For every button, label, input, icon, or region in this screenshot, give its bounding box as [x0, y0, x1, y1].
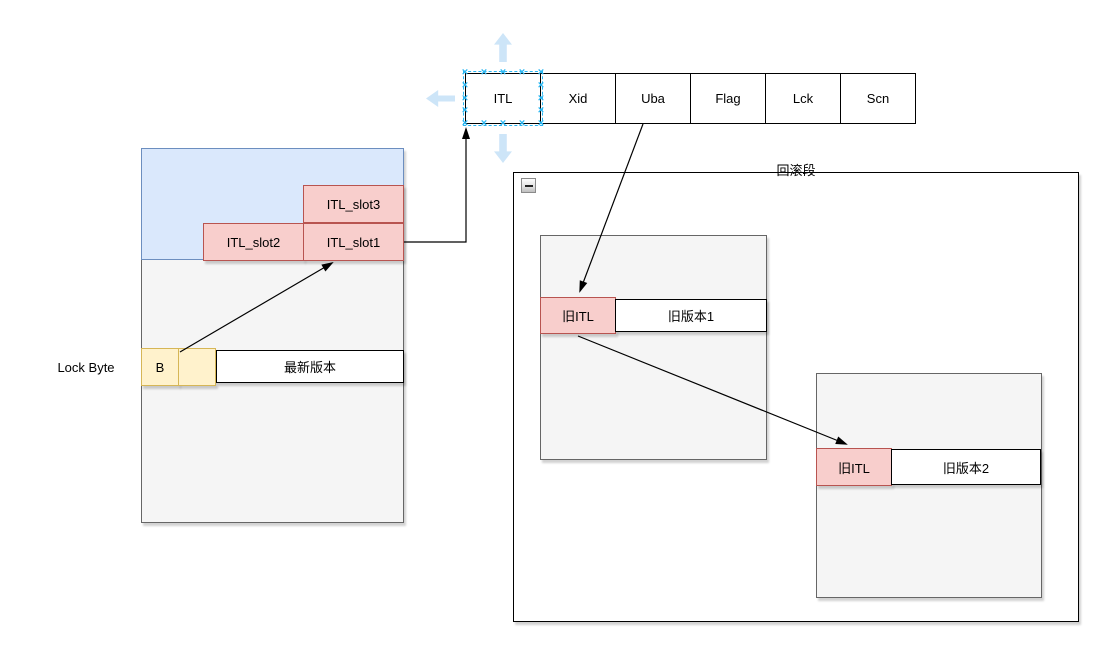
- undo-block-1[interactable]: [540, 235, 767, 460]
- connection-point-icon[interactable]: ×: [480, 66, 488, 79]
- connection-point-icon[interactable]: ×: [480, 117, 488, 130]
- connection-point-icon[interactable]: ×: [499, 66, 507, 79]
- connection-point-icon[interactable]: ×: [537, 92, 545, 104]
- connection-point-icon[interactable]: ×: [537, 66, 545, 79]
- connection-point-icon[interactable]: ×: [461, 79, 469, 92]
- rollback-segment-title: 回滚段: [776, 162, 816, 178]
- itl-slot1-box[interactable]: ITL_slot1: [303, 223, 404, 261]
- connection-point-icon[interactable]: ×: [461, 104, 469, 117]
- itl-entry-cell-itl[interactable]: ITL: [465, 73, 541, 124]
- old-itl-1-box[interactable]: 旧ITL: [540, 297, 616, 334]
- connection-point-icon[interactable]: ×: [518, 117, 526, 130]
- minus-icon: [524, 184, 533, 187]
- collapse-icon[interactable]: [521, 178, 536, 193]
- direction-arrow-down-icon[interactable]: [494, 134, 512, 163]
- old-version-2-box[interactable]: 旧版本2: [891, 449, 1041, 485]
- connection-point-icon[interactable]: ×: [461, 92, 469, 104]
- direction-arrow-up-icon[interactable]: [494, 33, 512, 62]
- lock-byte-label: Lock Byte: [57, 359, 115, 375]
- itl-entry-cell-flag[interactable]: Flag: [690, 73, 766, 124]
- latest-version-box[interactable]: 最新版本: [216, 350, 404, 383]
- old-version-1-box[interactable]: 旧版本1: [615, 299, 767, 332]
- itl-slot3-box[interactable]: ITL_slot3: [303, 185, 404, 223]
- edge-itlslot1-to-itl-entry[interactable]: [404, 127, 470, 243]
- connection-point-icon[interactable]: ×: [461, 66, 469, 79]
- direction-arrow-left-icon[interactable]: [426, 90, 455, 107]
- connection-point-icon[interactable]: ×: [461, 117, 469, 130]
- itl-entry-cell-xid[interactable]: Xid: [540, 73, 616, 124]
- old-itl-2-box[interactable]: 旧ITL: [816, 448, 892, 486]
- lock-byte-empty-cell[interactable]: [178, 348, 216, 386]
- connection-point-icon[interactable]: ×: [499, 117, 507, 130]
- connection-point-icon[interactable]: ×: [537, 104, 545, 117]
- itl-entry-cell-lck[interactable]: Lck: [765, 73, 841, 124]
- lock-byte-cell[interactable]: B: [141, 348, 179, 386]
- connection-point-icon[interactable]: ×: [537, 79, 545, 92]
- connection-point-icon[interactable]: ×: [518, 66, 526, 79]
- itl-entry-cell-scn[interactable]: Scn: [840, 73, 916, 124]
- itl-slot2-box[interactable]: ITL_slot2: [203, 223, 304, 261]
- connection-point-icon[interactable]: ×: [537, 117, 545, 130]
- itl-entry-cell-uba[interactable]: Uba: [615, 73, 691, 124]
